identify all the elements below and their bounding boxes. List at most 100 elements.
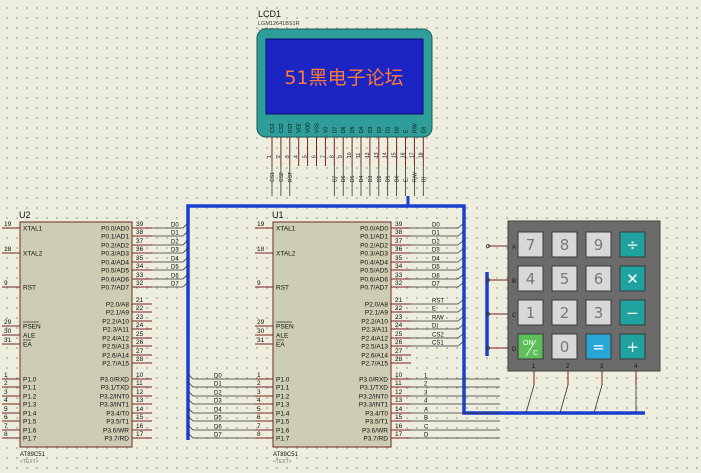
pin-name: P2.5/A13 [361, 344, 388, 351]
pin-number: 29 [257, 319, 265, 326]
lcd-net-label: D7 [332, 175, 338, 182]
u1-p1-net: D6 [214, 425, 222, 431]
keypad-key-5[interactable]: 4 [517, 265, 544, 292]
keypad-key-4[interactable]: ÷ [619, 231, 646, 258]
key-face[interactable] [551, 333, 578, 360]
pin-number: 23 [136, 314, 144, 321]
pin-number: 34 [395, 263, 403, 270]
pin-name: P1.2 [276, 394, 290, 401]
pin-name: EA [23, 342, 32, 349]
u1-p0-entry [457, 247, 465, 254]
pin-number: 11 [136, 380, 143, 387]
u1-p2-net: DI [432, 324, 438, 330]
lcd-pin-name: D1 [386, 126, 392, 133]
pin-number: 12 [395, 389, 403, 396]
pin-number: 22 [395, 305, 403, 312]
key-face[interactable] [551, 299, 578, 326]
pin-number: 37 [136, 238, 144, 245]
key-face[interactable] [619, 265, 646, 292]
pin-number: 24 [136, 322, 144, 329]
keypad-row-node [486, 244, 490, 248]
keypad-key-8[interactable]: ✕ [619, 265, 646, 292]
key-face[interactable] [517, 265, 544, 292]
keypad-key-3[interactable]: 9 [585, 231, 612, 258]
key-label: 0 [560, 338, 570, 356]
lcd-pin-number: 17 [409, 152, 415, 158]
pin-number: 31 [4, 337, 12, 344]
mcu-u2[interactable]: U2 AT89C51 <TEXT> 19XTAL118XTAL29RST29PS… [2, 210, 152, 465]
pin-name: RST [23, 285, 36, 292]
lcd-net-label: DI [421, 177, 427, 182]
pin-number: 27 [395, 348, 403, 355]
u1-part-label: AT89C51 [273, 452, 299, 458]
u1-p1-entry [187, 432, 194, 439]
pin-number: 30 [4, 328, 12, 335]
pin-name: P1.2 [23, 394, 37, 401]
keypad-key-14[interactable]: 0 [551, 333, 578, 360]
pin-number: 19 [257, 221, 265, 228]
keypad-key-13[interactable]: ONC [517, 333, 544, 360]
keypad-key-12[interactable]: − [619, 299, 646, 326]
keypad-key-7[interactable]: 6 [585, 265, 612, 292]
pin-number: 1 [4, 372, 8, 379]
u1-p0-net: D0 [432, 223, 440, 229]
key-face[interactable] [517, 333, 544, 360]
u1-p2-entry [457, 340, 465, 347]
pin-name: P1.0 [23, 377, 37, 384]
u1-p0-entry [457, 230, 465, 237]
pin-number: 18 [4, 246, 12, 253]
keypad-key-6[interactable]: 5 [551, 265, 578, 292]
pin-name: P2.3/A11 [103, 327, 130, 334]
keypad-key-2[interactable]: 8 [551, 231, 578, 258]
u1-p1-entry [187, 390, 194, 397]
keypad-key-15[interactable]: = [585, 333, 612, 360]
key-face[interactable] [585, 333, 612, 360]
key-face[interactable] [585, 231, 612, 258]
pin-name: P2.1/A9 [365, 310, 389, 317]
pin-name: P3.5/T1 [106, 419, 129, 426]
keypad-key-9[interactable]: 1 [517, 299, 544, 326]
pin-name: P3.7/RD [104, 436, 129, 443]
pin-name: P2.4/A12 [102, 336, 129, 343]
key-label: 4 [526, 270, 536, 288]
pin-number: 33 [136, 272, 144, 279]
keypad-key-11[interactable]: 3 [585, 299, 612, 326]
pin-name: P0.3/AD3 [360, 251, 388, 258]
u2-p0-net: D3 [171, 248, 179, 254]
pin-number: 25 [395, 331, 403, 338]
pin-number: 7 [4, 423, 8, 430]
u2-part-label: AT89C51 [20, 452, 46, 458]
lcd-net-label: D5 [350, 175, 356, 182]
pin-name: P0.4/AD4 [101, 260, 129, 267]
keypad-key-10[interactable]: 2 [551, 299, 578, 326]
pin-number: 12 [136, 389, 144, 396]
key-face[interactable] [619, 231, 646, 258]
u1-p0-net: D2 [432, 240, 440, 246]
keypad-key-1[interactable]: 7 [517, 231, 544, 258]
key-face[interactable] [585, 265, 612, 292]
key-face[interactable] [585, 299, 612, 326]
key-face[interactable] [619, 299, 646, 326]
keypad-key-16[interactable]: + [619, 333, 646, 360]
pin-name: P0.5/AD5 [101, 268, 129, 275]
u1-p2-entry [457, 306, 465, 313]
key-face[interactable] [619, 333, 646, 360]
lcd-pin-number: 2 [276, 155, 282, 158]
u1-p3-net: D [424, 433, 429, 439]
lcd-pin-name: E [404, 129, 410, 133]
u1-p1-entry [187, 407, 194, 414]
lcd-module[interactable]: LCD1 LGM12641BS1R <TEXT> 51黑电子论坛 CS11CS2… [256, 9, 433, 196]
keypad-col-label: 4 [634, 364, 638, 370]
key-face[interactable] [551, 231, 578, 258]
pin-name: ALE [276, 333, 289, 340]
pin-number: 16 [136, 423, 144, 430]
lcd-pin-number: 13 [374, 152, 380, 158]
key-face[interactable] [517, 299, 544, 326]
pin-name: P1.1 [276, 385, 290, 392]
mcu-u1[interactable]: U1 AT89C51 <TEXT> 19XTAL118XTAL29RST29PS… [255, 210, 411, 465]
key-face[interactable] [551, 265, 578, 292]
key-face[interactable] [517, 231, 544, 258]
pin-number: 24 [395, 322, 403, 329]
